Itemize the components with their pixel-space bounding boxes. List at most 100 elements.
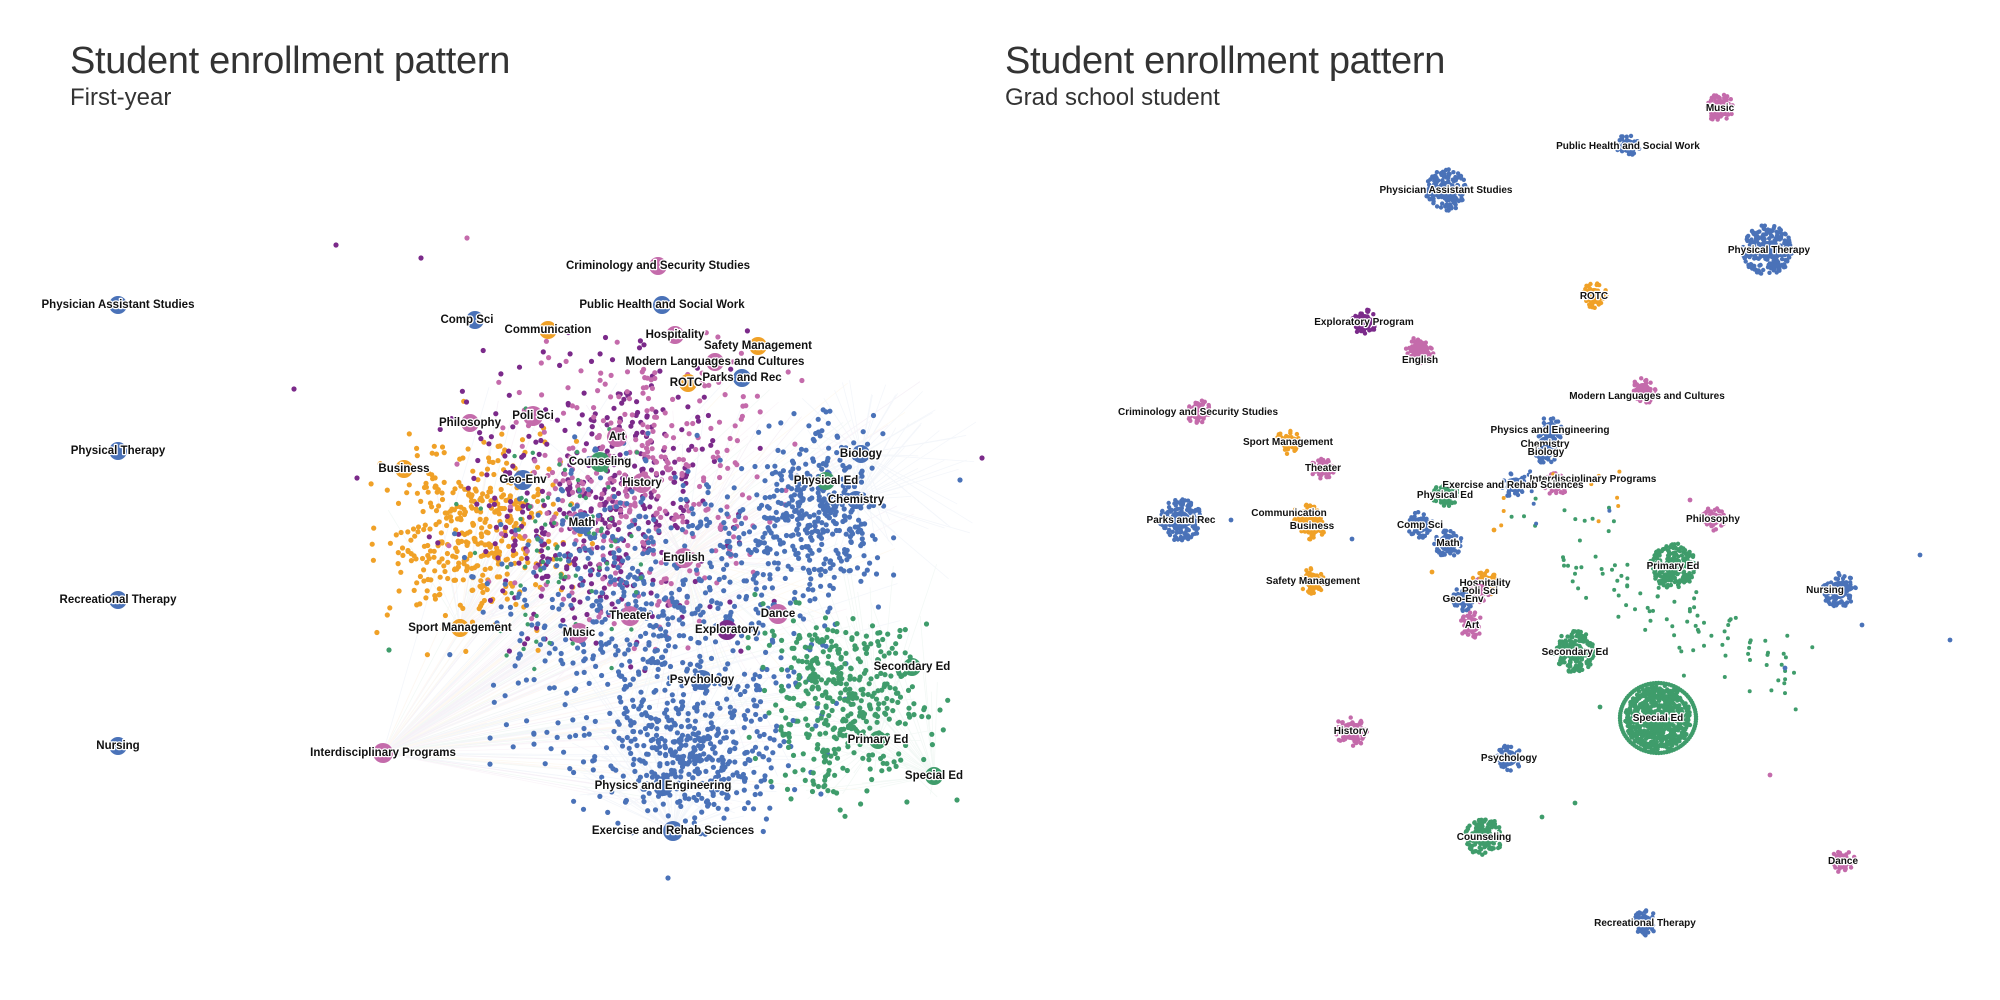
node-marker[interactable] bbox=[1305, 573, 1321, 589]
node-theater[interactable]: Theater bbox=[1304, 461, 1342, 475]
node-marker[interactable] bbox=[1586, 288, 1602, 304]
node-physician-assistant-studies[interactable]: Physician Assistant Studies bbox=[40, 296, 196, 314]
node-marker[interactable] bbox=[607, 427, 627, 447]
node-safety-management[interactable]: Safety Management bbox=[1265, 573, 1362, 589]
node-marker[interactable] bbox=[1473, 584, 1487, 598]
node-business[interactable]: Business bbox=[1289, 517, 1336, 535]
node-rotc[interactable]: ROTC bbox=[668, 374, 704, 392]
node-modern-languages-and-cultures[interactable]: Modern Languages and Cultures bbox=[1568, 383, 1726, 403]
node-marker[interactable] bbox=[1172, 511, 1190, 529]
node-counseling[interactable]: Counseling bbox=[1456, 828, 1512, 846]
node-comp-sci[interactable]: Comp Sci bbox=[1396, 517, 1445, 533]
node-marker[interactable] bbox=[513, 470, 533, 490]
node-marker[interactable] bbox=[109, 737, 127, 755]
node-poli-sci[interactable]: Poli Sci bbox=[511, 406, 555, 426]
node-biology[interactable]: Biology bbox=[839, 445, 884, 463]
node-marker[interactable] bbox=[768, 604, 788, 624]
node-marker[interactable] bbox=[733, 369, 751, 387]
node-marker[interactable] bbox=[852, 445, 870, 463]
node-marker[interactable] bbox=[692, 670, 712, 690]
node-recreational-therapy[interactable]: Recreational Therapy bbox=[58, 591, 178, 609]
node-art[interactable]: Art bbox=[607, 427, 627, 447]
node-business[interactable]: Business bbox=[377, 460, 431, 478]
node-marker[interactable] bbox=[653, 776, 673, 796]
node-special-ed[interactable]: Special Ed bbox=[904, 767, 964, 785]
node-marker[interactable] bbox=[847, 491, 865, 509]
node-poli-sci[interactable]: Poli Sci bbox=[1461, 584, 1500, 598]
node-comp-sci[interactable]: Comp Sci bbox=[439, 311, 495, 329]
node-marker[interactable] bbox=[395, 460, 413, 478]
node-math[interactable]: Math bbox=[567, 512, 597, 534]
node-secondary-ed[interactable]: Secondary Ed bbox=[1540, 643, 1610, 661]
node-interdisciplinary-programs[interactable]: Interdisciplinary Programs bbox=[309, 743, 457, 763]
node-geo-env[interactable]: Geo-Env bbox=[498, 470, 548, 490]
node-public-health-and-social-work[interactable]: Public Health and Social Work bbox=[1555, 139, 1702, 153]
node-secondary-ed[interactable]: Secondary Ed bbox=[872, 658, 952, 676]
node-marker[interactable] bbox=[663, 821, 683, 841]
node-psychology[interactable]: Psychology bbox=[1480, 750, 1539, 766]
node-sport-management[interactable]: Sport Management bbox=[407, 619, 513, 637]
node-marker[interactable] bbox=[523, 406, 543, 426]
node-hospitality[interactable]: Hospitality bbox=[644, 326, 706, 344]
node-biology[interactable]: Biology bbox=[1526, 445, 1566, 459]
node-english[interactable]: English bbox=[1401, 341, 1439, 367]
node-marker[interactable] bbox=[1501, 750, 1517, 766]
node-marker[interactable] bbox=[679, 374, 697, 392]
node-marker[interactable] bbox=[109, 442, 127, 460]
node-marker[interactable] bbox=[1542, 422, 1558, 438]
node-marker[interactable] bbox=[1664, 557, 1682, 575]
node-marker[interactable] bbox=[903, 658, 921, 676]
node-marker[interactable] bbox=[869, 731, 887, 749]
node-nursing[interactable]: Nursing bbox=[95, 737, 141, 755]
node-marker[interactable] bbox=[1475, 828, 1493, 846]
node-marker[interactable] bbox=[706, 353, 724, 371]
node-math[interactable]: Math bbox=[1435, 534, 1461, 552]
node-history[interactable]: History bbox=[621, 473, 664, 493]
node-marker[interactable] bbox=[649, 257, 667, 275]
node-physical-ed[interactable]: Physical Ed bbox=[792, 472, 860, 490]
node-marker[interactable] bbox=[666, 326, 684, 344]
node-marker[interactable] bbox=[1439, 534, 1457, 552]
node-marker[interactable] bbox=[632, 473, 652, 493]
node-criminology-and-security-studies[interactable]: Criminology and Security Studies bbox=[565, 257, 751, 275]
node-marker[interactable] bbox=[1706, 512, 1720, 526]
node-marker[interactable] bbox=[466, 311, 484, 329]
node-marker[interactable] bbox=[1836, 854, 1850, 868]
node-parks-and-rec[interactable]: Parks and Rec bbox=[701, 369, 783, 387]
node-marker[interactable] bbox=[373, 743, 393, 763]
node-criminology-and-security-studies[interactable]: Criminology and Security Studies bbox=[1117, 404, 1280, 420]
node-music[interactable]: Music bbox=[561, 623, 597, 643]
node-counseling[interactable]: Counseling bbox=[567, 452, 633, 472]
node-marker[interactable] bbox=[1342, 722, 1360, 740]
node-marker[interactable] bbox=[1281, 435, 1295, 449]
node-recreational-therapy[interactable]: Recreational Therapy bbox=[1593, 915, 1698, 931]
node-dance[interactable]: Dance bbox=[759, 604, 797, 624]
node-marker[interactable] bbox=[569, 623, 589, 643]
node-marker[interactable] bbox=[1548, 478, 1562, 492]
node-marker[interactable] bbox=[1635, 383, 1651, 399]
node-marker[interactable] bbox=[674, 548, 694, 568]
node-exploratory-program[interactable]: Exploratory Program bbox=[1313, 314, 1415, 330]
node-physician-assistant-studies[interactable]: Physician Assistant Studies bbox=[1378, 181, 1514, 199]
node-marker[interactable] bbox=[1539, 445, 1553, 459]
node-parks-and-rec[interactable]: Parks and Rec bbox=[1145, 511, 1217, 529]
node-geo-env[interactable]: Geo-Env bbox=[1441, 592, 1485, 606]
node-special-ed[interactable]: Special Ed bbox=[1631, 709, 1685, 727]
node-marker[interactable] bbox=[620, 606, 640, 626]
node-exploratory[interactable]: Exploratory bbox=[694, 620, 761, 640]
node-marker[interactable] bbox=[1506, 478, 1520, 492]
node-nursing[interactable]: Nursing bbox=[1805, 581, 1848, 599]
node-marker[interactable] bbox=[653, 296, 671, 314]
node-marker[interactable] bbox=[539, 321, 557, 339]
node-physical-ed[interactable]: Physical Ed bbox=[1416, 487, 1474, 503]
node-marker[interactable] bbox=[1464, 617, 1480, 633]
node-philosophy[interactable]: Philosophy bbox=[1685, 512, 1742, 526]
node-marker[interactable] bbox=[1649, 709, 1667, 727]
node-marker[interactable] bbox=[571, 512, 593, 534]
node-marker[interactable] bbox=[1830, 581, 1848, 599]
node-history[interactable]: History bbox=[1333, 722, 1370, 740]
node-marker[interactable] bbox=[1411, 341, 1429, 359]
node-marker[interactable] bbox=[590, 452, 610, 472]
node-marker[interactable] bbox=[1437, 181, 1455, 199]
node-marker[interactable] bbox=[461, 414, 479, 432]
